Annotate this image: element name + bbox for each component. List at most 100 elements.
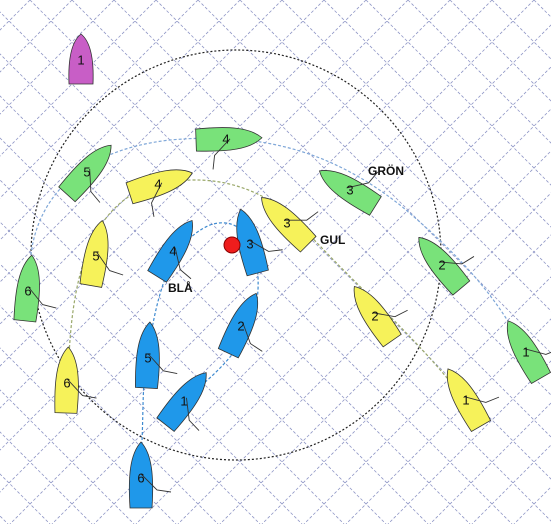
blue-boat-6-number: 6 xyxy=(137,471,144,486)
yellow-boat-4-hull xyxy=(125,169,193,205)
blue-boat-4-hull xyxy=(147,219,193,283)
grid-line xyxy=(155,0,551,396)
blue-boat-2-hull xyxy=(217,292,259,359)
blue-boat-1: 1 xyxy=(156,372,207,432)
blue-boat-6-boom xyxy=(140,473,172,493)
grid-line xyxy=(345,318,551,524)
blue-boat-5-number: 5 xyxy=(144,351,151,366)
green-boat-1-boom xyxy=(523,348,551,355)
blue-boat-1-number: 1 xyxy=(180,394,187,409)
grid-line xyxy=(0,0,451,451)
yellow-boat-3-number: 3 xyxy=(283,216,290,231)
grid-line xyxy=(491,0,551,60)
green-boat-4: 4 xyxy=(195,127,263,170)
grid-line xyxy=(9,0,535,524)
green-boat-2-hull xyxy=(418,236,471,296)
grid-line xyxy=(0,515,9,524)
green-boat-1-number: 1 xyxy=(522,345,529,360)
yellow-boat-6-boom xyxy=(66,378,97,399)
label-bla: BLÅ xyxy=(168,280,193,295)
green-boat-5-boom xyxy=(89,169,101,203)
grid-line xyxy=(0,431,93,524)
yellow-boat-5: 5 xyxy=(79,219,124,288)
blue-boat-6-hull xyxy=(128,441,154,509)
green-boat-3-hull xyxy=(318,170,382,216)
blue-boat-5-boom xyxy=(147,353,178,374)
yellow-boat-5-boom xyxy=(96,251,124,276)
grid-line xyxy=(281,0,551,270)
green-boat-5-hull xyxy=(58,144,112,203)
grid-line xyxy=(29,0,551,522)
grid-line xyxy=(51,24,551,524)
yellow-boat-1-hull xyxy=(446,368,492,433)
yellow-boat-1-boom xyxy=(463,396,500,403)
blue-boat-5-hull xyxy=(135,321,160,389)
blue-boat-2-number: 2 xyxy=(237,319,244,334)
grid-line xyxy=(71,0,551,480)
grid-line xyxy=(0,95,429,524)
yellow-boat-6-hull xyxy=(54,346,79,414)
blue-boat-3-boom xyxy=(248,239,283,252)
green-boat-5-number: 5 xyxy=(83,165,90,180)
grid-line xyxy=(0,53,471,524)
green-boat-4-number: 4 xyxy=(222,132,229,147)
grid-line xyxy=(533,0,551,18)
yellow-boat-3-boom xyxy=(284,211,319,221)
green-boat-2-boom xyxy=(439,256,475,265)
grid-line xyxy=(0,0,31,31)
blue-boat-1-hull xyxy=(156,372,207,432)
yellow-boat-4-boom xyxy=(151,182,163,217)
grid-line xyxy=(0,179,345,524)
blue-boat-1-boom xyxy=(186,397,200,431)
grid-line xyxy=(197,0,551,354)
green-boat-3-number: 3 xyxy=(346,183,353,198)
grid-line xyxy=(429,402,551,524)
yellow-boat-3: 3 xyxy=(261,197,319,253)
grid-line xyxy=(0,0,283,283)
grid-line xyxy=(0,137,387,524)
yellow-boat-6-number: 6 xyxy=(63,376,70,391)
committee-boat-number: 1 xyxy=(77,53,84,68)
green-boat-4-boom xyxy=(212,138,231,170)
green-boat-6-boom xyxy=(28,286,57,309)
yellow-boat-6: 6 xyxy=(54,346,97,414)
blue-boat-4-number: 4 xyxy=(169,244,176,259)
grid-line xyxy=(261,234,551,524)
green-boat-6-hull xyxy=(13,254,40,323)
grid-line xyxy=(303,276,551,524)
green-boat-5: 5 xyxy=(58,144,112,203)
yellow-boat-2-number: 2 xyxy=(371,309,378,324)
yellow-boat-4: 4 xyxy=(125,169,193,217)
yellow-boat-1-number: 1 xyxy=(462,393,469,408)
grid-line xyxy=(0,305,219,524)
green-boat-3-boom xyxy=(346,171,379,189)
grid-line xyxy=(513,486,551,524)
grid-line xyxy=(239,0,551,312)
yellow-boat-2-hull xyxy=(353,286,402,348)
grid-line xyxy=(135,108,551,524)
green-boat-4-hull xyxy=(195,127,263,152)
blue-boat-3: 3 xyxy=(236,208,283,277)
grid-line xyxy=(93,66,551,524)
grid-line xyxy=(0,263,261,524)
yellow-boat-2-boom xyxy=(372,309,408,318)
blue-boat-2-boom xyxy=(242,322,263,352)
grid-line xyxy=(0,389,135,524)
blue-boat-3-number: 3 xyxy=(246,237,253,252)
blue-boat-6: 6 xyxy=(128,441,172,509)
grid-line xyxy=(0,0,493,493)
label-gul: GUL xyxy=(320,233,345,247)
yellow-boat-3-hull xyxy=(261,197,317,253)
green-boat-3: 3 xyxy=(318,170,382,216)
grid-line xyxy=(365,0,551,186)
green-boat-2: 2 xyxy=(418,236,475,296)
mark-buoy xyxy=(223,236,241,254)
grid-line xyxy=(0,347,177,524)
blue-boat-4-boom xyxy=(174,247,192,280)
label-gron: GRÖN xyxy=(368,163,404,178)
green-boat-6-number: 6 xyxy=(24,284,31,299)
committee-boat-hull xyxy=(68,33,94,85)
green-boat-1: 1 xyxy=(506,320,551,385)
grid-line xyxy=(387,360,551,524)
